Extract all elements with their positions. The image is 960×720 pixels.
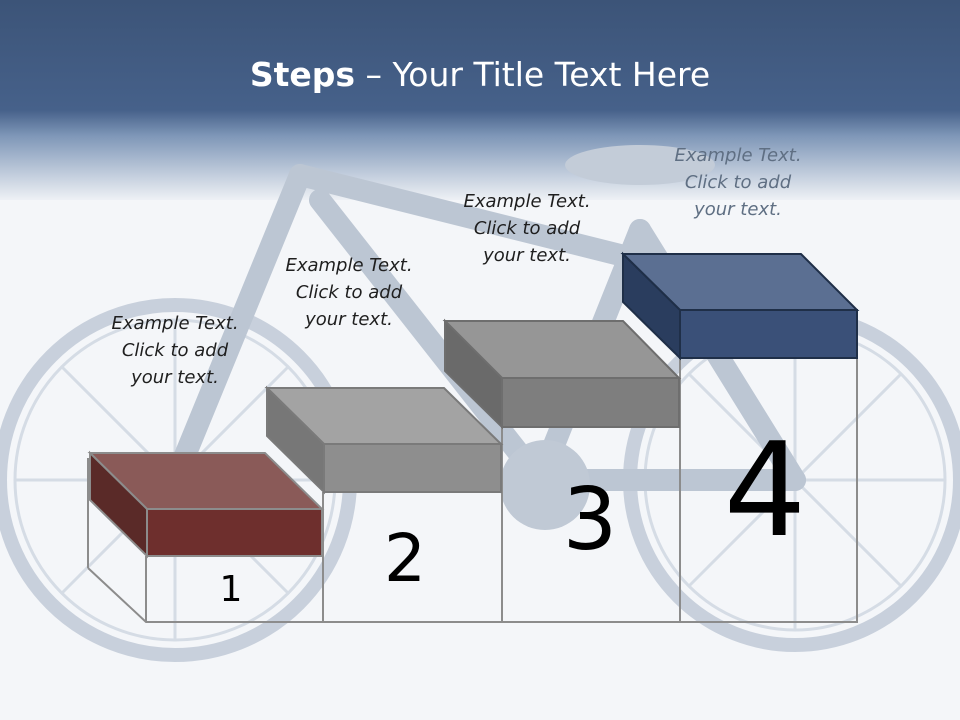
step-2-number: 2 bbox=[384, 520, 426, 597]
step-3-caption[interactable]: Example Text. Click to add your text. bbox=[442, 188, 612, 269]
step-3-number: 3 bbox=[562, 470, 618, 570]
step-1-caption[interactable]: Example Text. Click to add your text. bbox=[90, 310, 260, 391]
step-4-caption-line-3: your text. bbox=[694, 199, 782, 220]
step-1-caption-line-2: Click to add bbox=[121, 340, 229, 361]
step-3-caption-line-1: Example Text. bbox=[463, 191, 591, 212]
slide-title[interactable]: Steps – Your Title Text Here bbox=[0, 52, 960, 98]
step-2-caption-line-1: Example Text. bbox=[285, 255, 413, 276]
step-1-caption-line-3: your text. bbox=[131, 367, 219, 388]
step-2-caption-line-2: Click to add bbox=[295, 282, 403, 303]
step-2-box bbox=[264, 385, 504, 495]
step-3-caption-line-3: your text. bbox=[483, 245, 571, 266]
step-2-caption-line-3: your text. bbox=[305, 309, 393, 330]
step-3-caption-line-2: Click to add bbox=[473, 218, 581, 239]
step-1-number: 1 bbox=[219, 569, 243, 610]
step-4-caption-line-1: Example Text. bbox=[674, 145, 802, 166]
header-band bbox=[0, 0, 960, 200]
step-2-caption[interactable]: Example Text. Click to add your text. bbox=[264, 252, 434, 333]
step-4-number: 4 bbox=[723, 414, 807, 566]
step-4-caption[interactable]: Example Text. Click to add your text. bbox=[653, 142, 823, 223]
step-4-box bbox=[620, 251, 860, 361]
title-bold-word: Steps bbox=[249, 55, 356, 94]
title-rest-text: – Your Title Text Here bbox=[355, 55, 711, 94]
step-1-caption-line-1: Example Text. bbox=[111, 313, 239, 334]
step-1-box bbox=[87, 450, 325, 559]
step-3-box bbox=[442, 318, 682, 430]
step-4-caption-line-2: Click to add bbox=[684, 172, 792, 193]
